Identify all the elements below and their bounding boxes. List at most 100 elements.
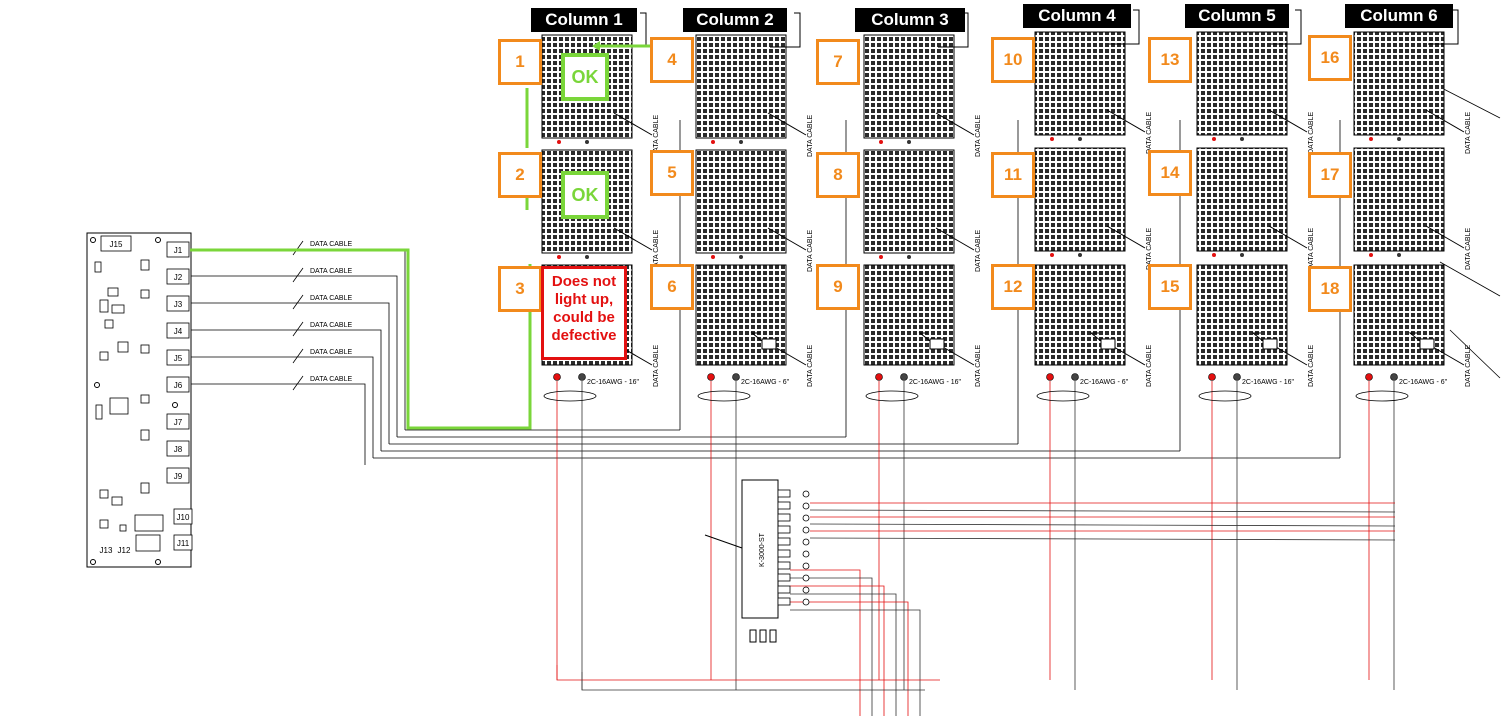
warning-line-4: defective bbox=[551, 327, 617, 344]
data-cable-label: DATA CABLE bbox=[1308, 112, 1315, 154]
cable-slash bbox=[292, 375, 304, 391]
connector-dot bbox=[1397, 137, 1401, 141]
connector-dot bbox=[1050, 253, 1054, 257]
psu-terminal bbox=[777, 537, 791, 546]
led-panel bbox=[1353, 264, 1445, 366]
data-cable-leader bbox=[1268, 109, 1308, 133]
power-terminal-negative bbox=[578, 373, 586, 381]
connector-j10 bbox=[173, 508, 193, 525]
connector-j6 bbox=[166, 376, 190, 393]
connector-dot bbox=[1369, 137, 1373, 141]
plug-lead bbox=[750, 332, 763, 342]
data-cable-label: DATA CABLE bbox=[975, 115, 982, 157]
connector-dot bbox=[585, 140, 589, 144]
connector-label: J13 bbox=[100, 546, 113, 555]
connector-dot bbox=[557, 140, 561, 144]
connector-j4 bbox=[166, 322, 190, 339]
led-panel bbox=[863, 149, 955, 254]
data-cable-leader bbox=[613, 227, 653, 251]
callout-pointer bbox=[1439, 261, 1501, 297]
mount-hole bbox=[155, 559, 161, 565]
psu-pointer bbox=[704, 534, 743, 549]
connector-j1 bbox=[166, 241, 190, 258]
board-component bbox=[95, 404, 103, 420]
led-panel bbox=[863, 264, 955, 366]
panel-number-9: 9 bbox=[816, 264, 860, 310]
data-cable-leader bbox=[1106, 225, 1146, 249]
data-cable-label: DATA CABLE bbox=[807, 345, 814, 387]
board-component bbox=[140, 344, 150, 354]
header-bracket bbox=[1109, 9, 1140, 45]
power-cable-label: 2C-16AWG - 16" bbox=[909, 379, 962, 386]
power-terminal-positive bbox=[875, 373, 883, 381]
data-cable-run bbox=[189, 329, 382, 451]
connector-j3 bbox=[166, 295, 190, 312]
data-cable-label: DATA CABLE bbox=[310, 376, 352, 383]
data-cable-run bbox=[189, 275, 398, 437]
connector-dot bbox=[739, 140, 743, 144]
column-header-5: Column 5 bbox=[1185, 4, 1289, 28]
data-cable-label: DATA CABLE bbox=[310, 295, 352, 302]
plug-lead bbox=[1089, 332, 1102, 342]
green-arrow-head bbox=[592, 41, 600, 51]
plug-lead bbox=[918, 332, 931, 342]
panel-3-defect-warning: Does not light up, could be defective bbox=[541, 266, 627, 360]
panel-2-ok-badge: OK bbox=[561, 171, 609, 219]
panel-number-11: 11 bbox=[991, 152, 1035, 198]
warning-line-2: light up, bbox=[554, 291, 614, 308]
highlighted-path bbox=[190, 41, 650, 430]
connector-dot bbox=[711, 140, 715, 144]
psu-terminal bbox=[777, 489, 791, 498]
mount-hole bbox=[90, 237, 96, 243]
connector-label: J12 bbox=[118, 546, 131, 555]
power-cable-label: 2C-16AWG - 6" bbox=[1399, 379, 1448, 386]
board-component bbox=[111, 496, 123, 506]
cable-bundle-loop bbox=[1198, 390, 1252, 402]
power-terminal-positive bbox=[1208, 373, 1216, 381]
psu-output-wire bbox=[790, 585, 885, 716]
connector-dot bbox=[739, 255, 743, 259]
panel-number-10: 10 bbox=[991, 37, 1035, 83]
data-cable-label: DATA CABLE bbox=[807, 115, 814, 157]
power-plug bbox=[1419, 338, 1435, 350]
connector-label: J1 bbox=[174, 246, 183, 255]
psu-terminal-screw bbox=[802, 502, 810, 510]
data-cable-label: DATA CABLE bbox=[1308, 228, 1315, 270]
plug-lead bbox=[1251, 332, 1264, 342]
board-component bbox=[104, 319, 114, 329]
data-cable-run bbox=[189, 302, 390, 444]
data-cable-leader bbox=[767, 227, 807, 251]
connector-label: J7 bbox=[174, 418, 183, 427]
panel-number-17: 17 bbox=[1308, 152, 1352, 198]
cable-bundle-loop bbox=[865, 390, 919, 402]
data-cable-leader bbox=[1106, 109, 1146, 133]
power-terminal-negative bbox=[900, 373, 908, 381]
header-bracket bbox=[1428, 9, 1459, 45]
data-cable-label: DATA CABLE bbox=[310, 268, 352, 275]
psu-fuse bbox=[759, 629, 767, 643]
panel-1-ok-badge: OK bbox=[561, 53, 609, 101]
connector-dot bbox=[1240, 137, 1244, 141]
board-component bbox=[99, 519, 109, 529]
connector-dot bbox=[1369, 253, 1373, 257]
power-terminal-negative bbox=[1390, 373, 1398, 381]
data-cable-label: DATA CABLE bbox=[1146, 228, 1153, 270]
board-component bbox=[119, 524, 127, 532]
connector-j5 bbox=[166, 349, 190, 366]
board-component bbox=[99, 489, 109, 499]
header-bracket bbox=[938, 12, 969, 48]
connector-dot bbox=[879, 140, 883, 144]
psu-output-wire bbox=[809, 523, 1396, 527]
power-supply: K-3000-ST bbox=[704, 479, 810, 643]
led-panel bbox=[695, 149, 787, 254]
panel-number-13: 13 bbox=[1148, 37, 1192, 83]
column-header-6: Column 6 bbox=[1345, 4, 1453, 28]
mount-hole bbox=[94, 382, 100, 388]
board-component bbox=[109, 397, 129, 415]
data-cable-label: DATA CABLE bbox=[975, 230, 982, 272]
connector-dot bbox=[1050, 137, 1054, 141]
column-header-3: Column 3 bbox=[855, 8, 965, 32]
led-panel bbox=[1196, 147, 1288, 252]
power-return bbox=[581, 672, 925, 691]
